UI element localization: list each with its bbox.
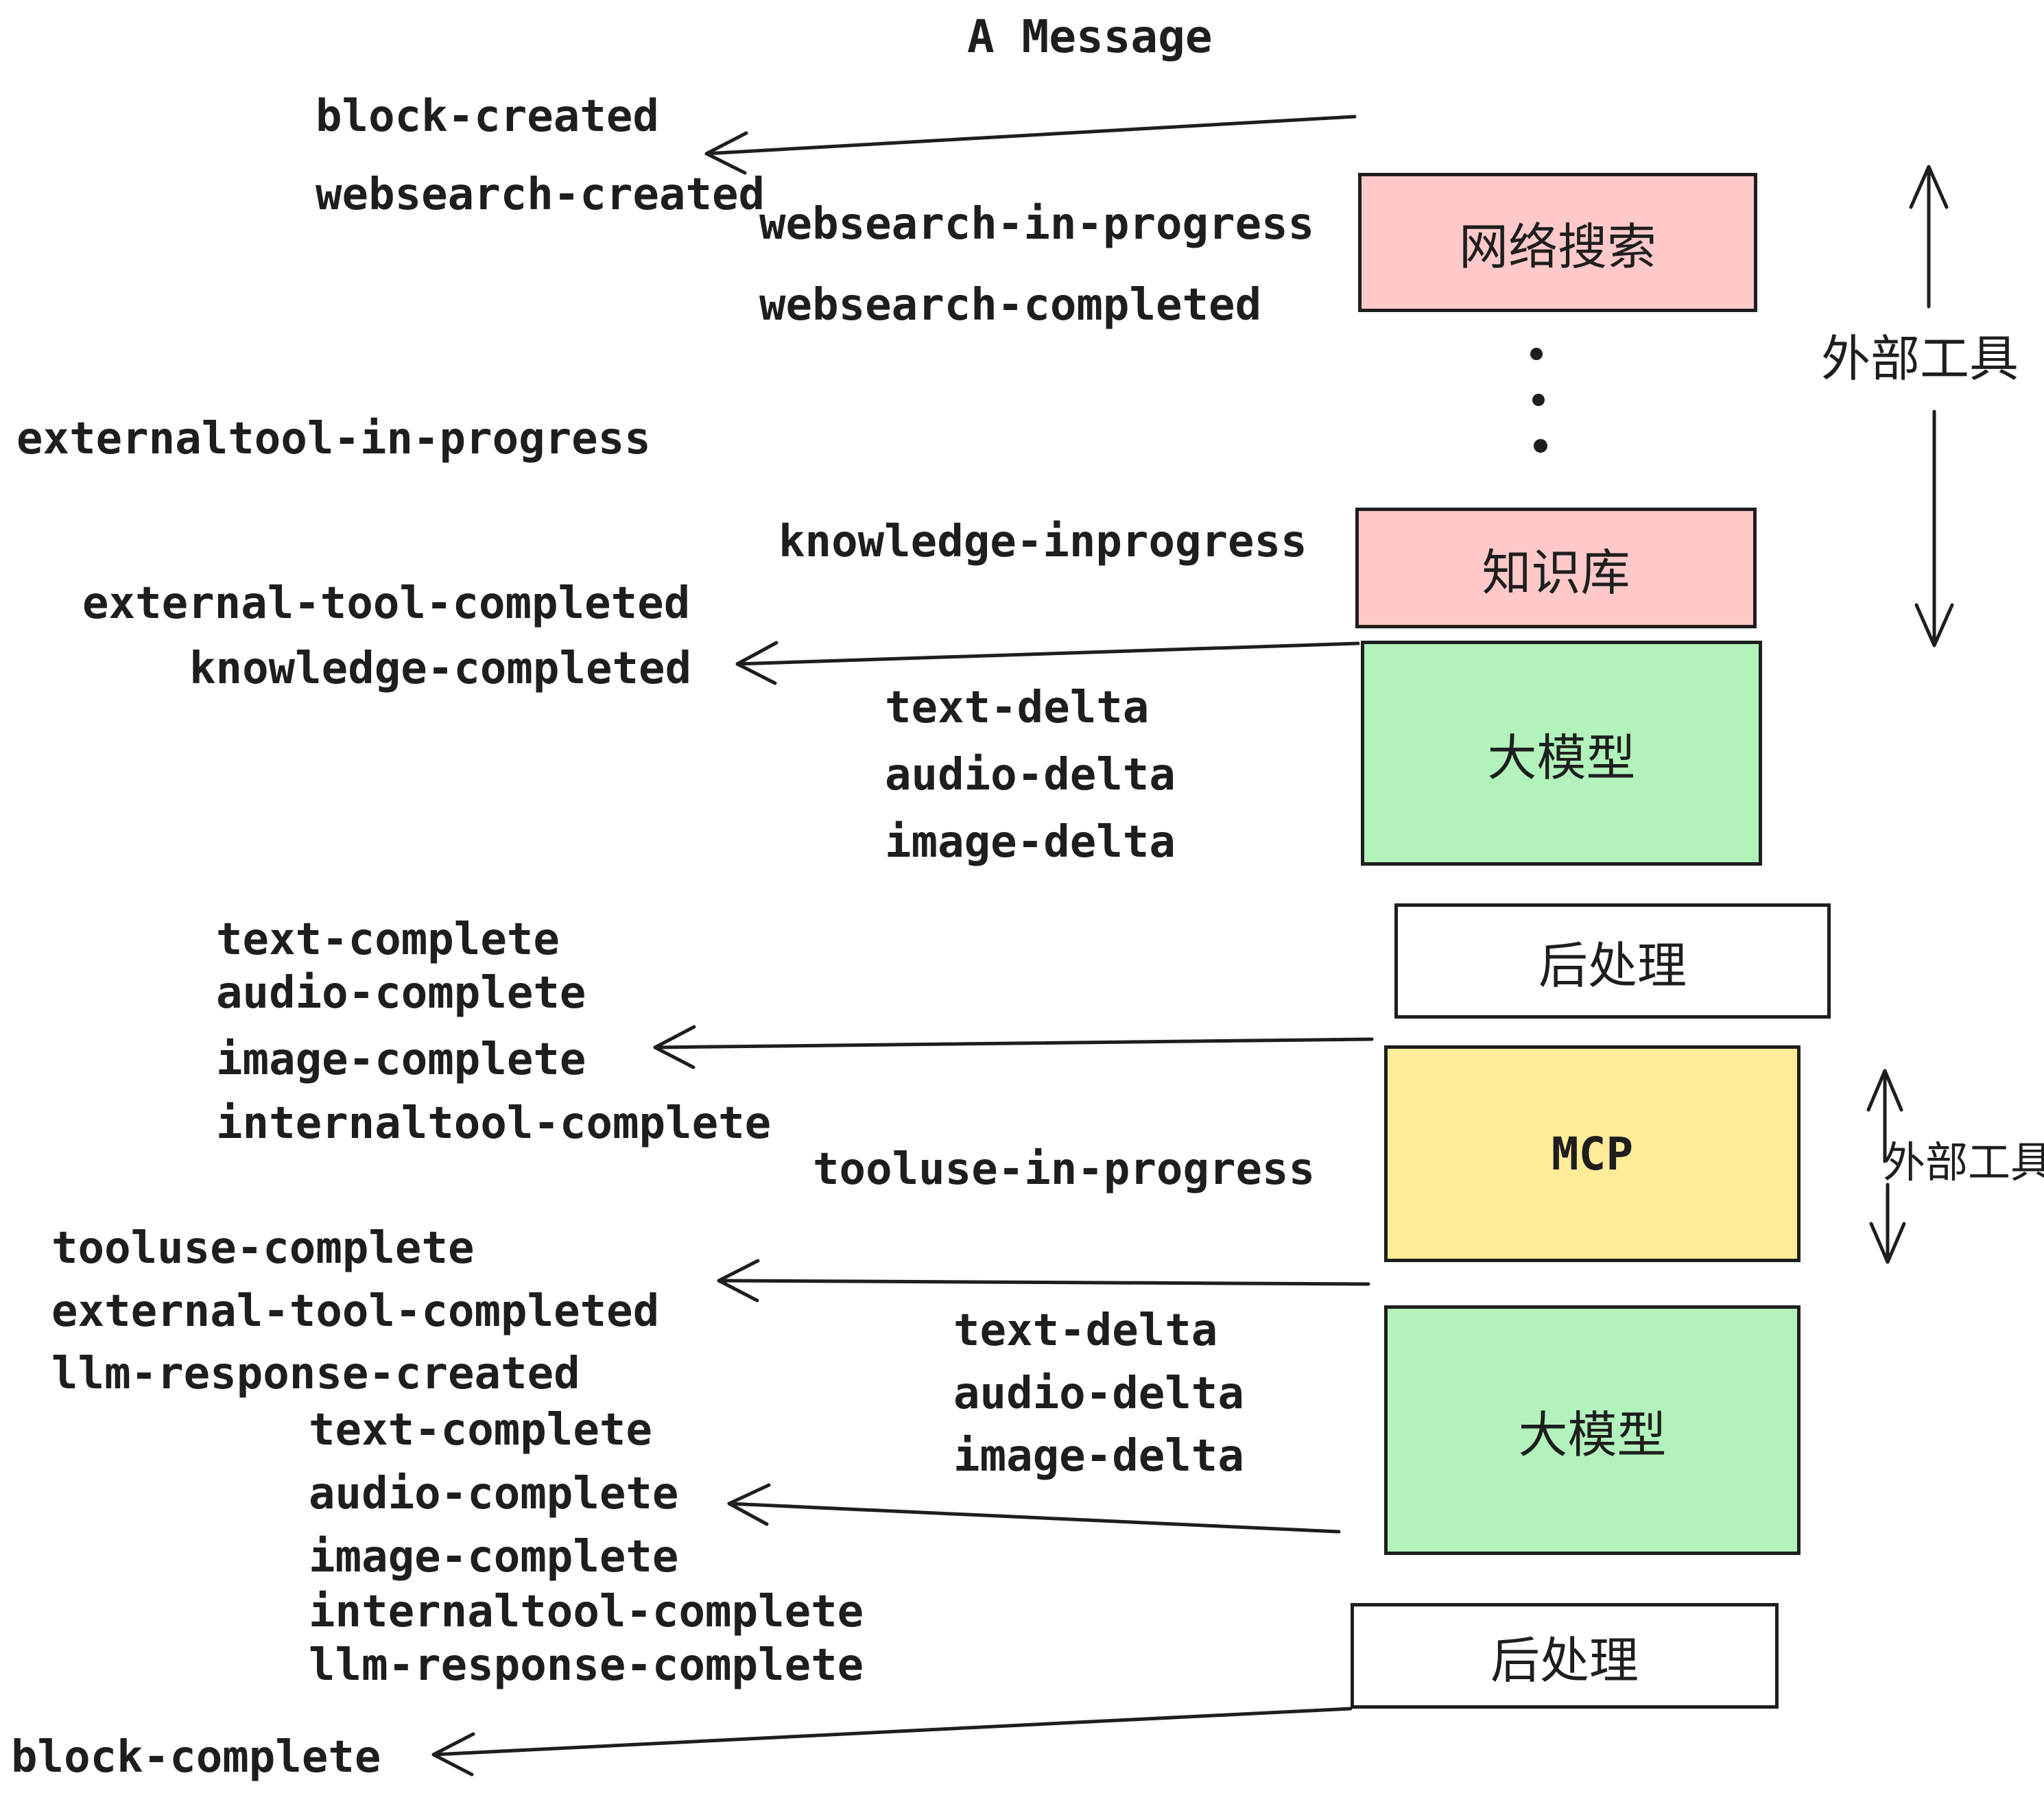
event-websearch-completed: websearch-completed	[759, 280, 1262, 331]
box-websearch-label: 网络搜索	[1458, 218, 1656, 276]
arrow-to-tooluse-complete	[717, 1259, 1370, 1303]
event-text-complete: text-complete	[216, 914, 560, 965]
event-block-created: block-created	[316, 91, 659, 142]
event-text-delta-2: text-delta	[953, 1305, 1218, 1356]
box-llm-2-label: 大模型	[1518, 1405, 1667, 1464]
ellipsis-dots-icon	[1530, 348, 1547, 453]
external-tools-label-top: 外部工具	[1821, 330, 2019, 388]
box-websearch: 网络搜索	[1358, 173, 1757, 312]
event-image-delta: image-delta	[885, 817, 1176, 868]
event-knowledge-completed: knowledge-completed	[189, 643, 692, 694]
box-mcp-label: MCP	[1551, 1127, 1634, 1180]
box-post-2: 后处理	[1351, 1603, 1779, 1709]
arrow-to-block-complete	[431, 1707, 1353, 1777]
event-audio-delta-2: audio-delta	[953, 1368, 1244, 1419]
event-image-complete: image-complete	[216, 1034, 586, 1085]
event-text-delta: text-delta	[885, 683, 1150, 733]
box-mcp: MCP	[1384, 1045, 1801, 1262]
double-arrow-external-tools-top-down	[1914, 410, 1954, 648]
event-image-delta-2: image-delta	[953, 1431, 1244, 1482]
arrow-to-image-complete	[653, 1025, 1374, 1069]
event-audio-complete-2: audio-complete	[309, 1469, 679, 1519]
event-image-complete-2: image-complete	[309, 1532, 679, 1582]
arrow-to-audio-complete-2	[727, 1483, 1341, 1534]
arrow-to-knowledge-completed	[735, 641, 1360, 685]
event-llm-response-complete: llm-response-complete	[309, 1640, 864, 1691]
box-llm-1: 大模型	[1361, 641, 1762, 866]
box-knowledge: 知识库	[1355, 508, 1757, 628]
event-tooluse-complete: tooluse-complete	[51, 1223, 475, 1274]
event-internaltool-complete-2: internaltool-complete	[309, 1587, 864, 1637]
event-tooluse-in-progress: tooluse-in-progress	[813, 1144, 1316, 1195]
box-post-2-label: 后处理	[1490, 1631, 1639, 1689]
event-knowledge-inprogress: knowledge-inprogress	[779, 517, 1307, 567]
box-post-1: 后处理	[1394, 903, 1831, 1019]
event-block-complete: block-complete	[11, 1732, 381, 1783]
double-arrow-external-tools-mcp-down	[1869, 1183, 1906, 1264]
event-internaltool-complete: internaltool-complete	[216, 1098, 772, 1149]
arrow-to-block-created	[704, 115, 1357, 175]
event-websearch-in-progress: websearch-in-progress	[759, 199, 1315, 250]
event-audio-complete: audio-complete	[216, 968, 586, 1019]
box-llm-2: 大模型	[1384, 1305, 1801, 1555]
event-external-tool-completed: external-tool-completed	[82, 578, 691, 629]
event-external-tool-completed-2: external-tool-completed	[51, 1286, 660, 1337]
external-tools-label-mcp: 外部工具	[1883, 1137, 2044, 1187]
event-externaltool-in-progress: externaltool-in-progress	[16, 414, 651, 464]
box-llm-1-label: 大模型	[1487, 728, 1636, 787]
box-post-1-label: 后处理	[1538, 936, 1687, 995]
event-websearch-created: websearch-created	[316, 169, 765, 220]
double-arrow-external-tools-mcp-up	[1866, 1069, 1903, 1163]
event-text-complete-2: text-complete	[309, 1405, 652, 1456]
event-llm-response-created: llm-response-created	[51, 1349, 580, 1399]
event-audio-delta: audio-delta	[885, 750, 1176, 800]
box-knowledge-label: 知识库	[1482, 543, 1630, 602]
double-arrow-external-tools-top-up	[1909, 165, 1949, 309]
page-title: A Message	[967, 10, 1213, 63]
